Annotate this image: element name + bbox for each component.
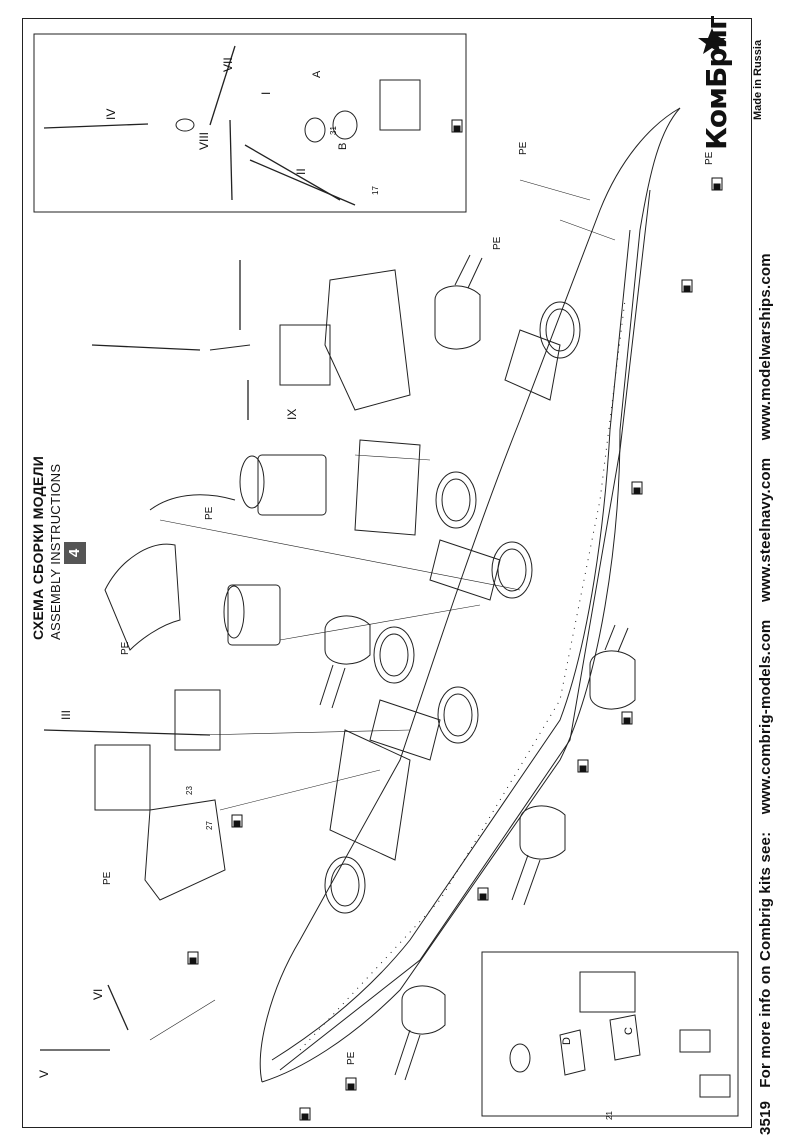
pe-label: PE <box>102 871 113 885</box>
glue-bottle-icon <box>187 951 199 965</box>
pe-label: PE <box>204 506 215 520</box>
glue-bottle-icon <box>345 1077 357 1091</box>
star-emblem-icon <box>698 28 726 54</box>
glue-bottle-icon <box>621 711 633 725</box>
roman-ii: II <box>294 168 308 175</box>
roman-ix: IX <box>285 409 299 420</box>
page-frame <box>22 18 752 1128</box>
masts <box>40 45 356 1051</box>
pe-label: PE <box>704 151 715 165</box>
pe-label: PE <box>120 641 131 655</box>
sub-b: B <box>337 143 349 150</box>
inset-turret-parts <box>509 971 731 1098</box>
part-number-labels: 17 21 23 27 31 <box>185 126 614 1120</box>
hull <box>259 107 681 1083</box>
glue-icons <box>187 119 723 1121</box>
pe-label: PE <box>518 141 529 155</box>
brand-logo <box>690 22 760 157</box>
roman-numeral-labels: I II III IV V VI VII VIII IX <box>37 57 308 1078</box>
roman-vi: VI <box>91 989 105 1000</box>
pe-label: PE <box>492 236 503 250</box>
glue-bottle-icon <box>577 759 589 773</box>
sub-assembly-labels: A B C D <box>311 70 635 1045</box>
part-23: 23 <box>185 786 194 795</box>
roman-i: I <box>259 92 273 95</box>
aft-superstructure <box>209 269 411 411</box>
roman-vii: VII <box>221 57 235 72</box>
forward-bridge <box>94 494 236 901</box>
inset-mast-detail <box>33 33 467 213</box>
glue-bottle-icon <box>681 279 693 293</box>
inset-mast-parts <box>175 79 421 143</box>
part-21: 21 <box>605 1111 614 1120</box>
sub-c: C <box>623 1027 635 1035</box>
sub-a: A <box>311 70 323 78</box>
deck-plates <box>329 329 561 861</box>
glue-bottle-icon <box>231 814 243 828</box>
funnels <box>174 439 421 751</box>
barbette-rings <box>324 301 581 914</box>
glue-bottle-icon <box>631 481 643 495</box>
pe-label: PE <box>346 1051 357 1065</box>
roman-viii: VIII <box>197 132 211 150</box>
turrets <box>319 254 636 1081</box>
glue-bottle-icon <box>711 177 723 191</box>
leader-lines <box>149 179 616 1041</box>
part-17: 17 <box>371 186 380 195</box>
roman-v: V <box>37 1070 51 1078</box>
part-27: 27 <box>205 821 214 830</box>
glue-bottle-icon <box>451 119 463 133</box>
roman-iv: IV <box>104 109 118 120</box>
glue-bottle-icon <box>299 1107 311 1121</box>
roman-iii: III <box>59 710 73 720</box>
part-31: 31 <box>329 126 338 135</box>
pe-labels: PE PE PE PE PE PE PE <box>102 141 715 1065</box>
sub-d: D <box>561 1037 573 1045</box>
inset-turret-detail <box>481 951 739 1117</box>
glue-bottle-icon <box>477 887 489 901</box>
